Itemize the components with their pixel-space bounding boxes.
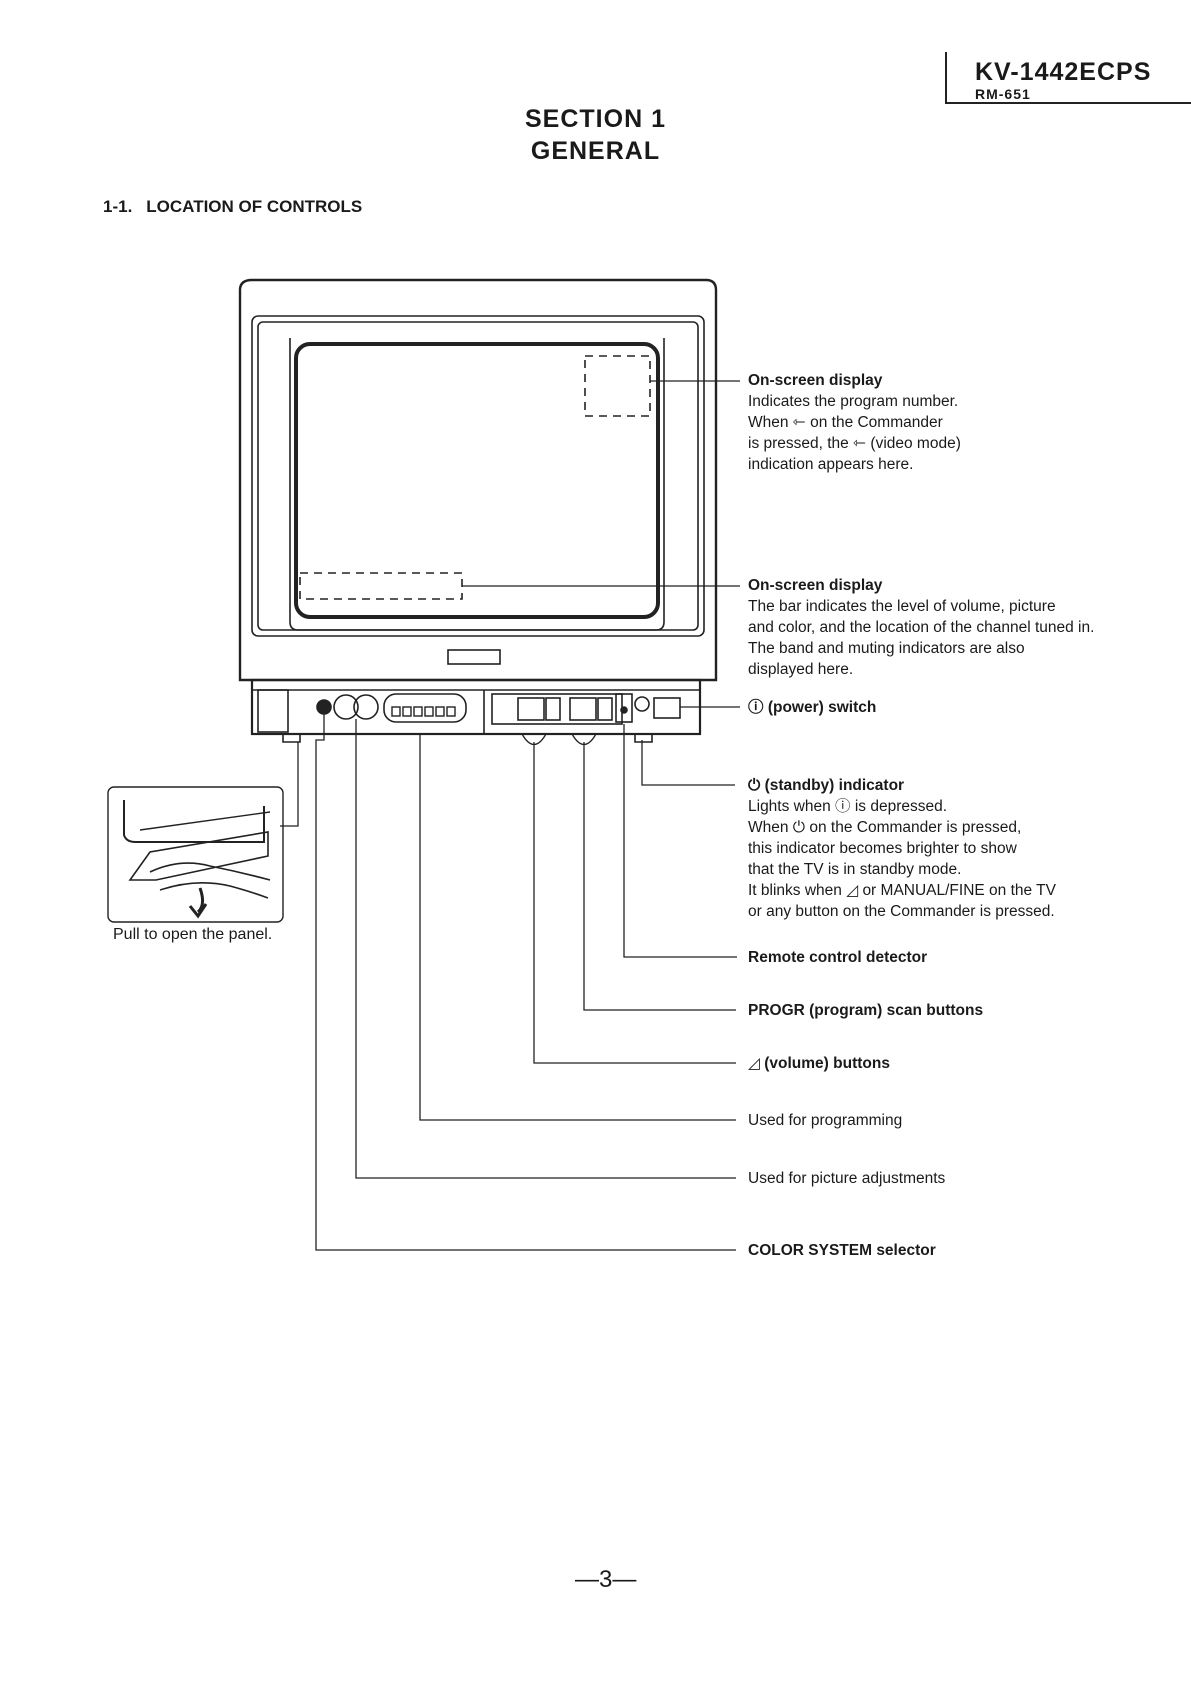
callout-title: PROGR (program) scan buttons [748, 1002, 984, 1019]
callout-power-switch: ⓘ (power) switch [748, 697, 876, 718]
remote-model-number: RM-651 [975, 86, 1031, 102]
section-title: SECTION 1 GENERAL [0, 103, 1191, 167]
callout-programming: Used for programming [748, 1110, 902, 1131]
callout-line: or any button on the Commander is presse… [748, 903, 1055, 920]
callout-volume-buttons: ◿ (volume) buttons [748, 1053, 890, 1074]
callout-title: Used for picture adjustments [748, 1170, 946, 1187]
callout-picture-adjustments: Used for picture adjustments [748, 1168, 945, 1189]
callout-title: On-screen display [748, 372, 883, 389]
tv-cabinet-drawing [238, 278, 718, 743]
callout-line: The bar indicates the level of volume, p… [748, 598, 1056, 615]
callout-onscreen-display-bar: On-screen display The bar indicates the … [748, 575, 1094, 680]
power-icon: ⓘ [748, 699, 768, 716]
callout-remote-detector: Remote control detector [748, 947, 927, 968]
callout-line: The band and muting indicators are also [748, 640, 1025, 657]
callout-line: When ⇽ on the Commander [748, 414, 943, 431]
callout-line: indication appears here. [748, 456, 914, 473]
model-number: KV-1442ECPS [975, 58, 1152, 86]
callout-line: It blinks when ◿ or MANUAL/FINE on the T… [748, 882, 1056, 899]
callout-line: Indicates the program number. [748, 393, 959, 410]
panel-inset-drawing [107, 786, 284, 923]
volume-icon: ◿ [748, 1055, 765, 1072]
subsection-title: LOCATION OF CONTROLS [146, 197, 363, 216]
callout-line: is pressed, the ⇽ (video mode) [748, 435, 961, 452]
callout-standby-indicator: ⏻ (standby) indicator Lights when ⓘ is d… [748, 775, 1056, 922]
callout-title: (standby) indicator [764, 777, 905, 794]
callout-title: Used for programming [748, 1112, 903, 1129]
inset-caption: Pull to open the panel. [113, 926, 273, 943]
subsection-heading: 1-1. LOCATION OF CONTROLS [103, 197, 362, 217]
callout-color-system: COLOR SYSTEM selector [748, 1240, 936, 1261]
leader-lines [280, 380, 740, 1251]
callout-line: this indicator becomes brighter to show [748, 840, 1017, 857]
section-name: GENERAL [530, 137, 661, 165]
standby-icon: ⏻ [748, 777, 765, 794]
callout-line: and color, and the location of the chann… [748, 619, 1095, 636]
callout-title: On-screen display [748, 577, 883, 594]
section-number: SECTION 1 [525, 105, 666, 133]
callout-title: Remote control detector [748, 949, 928, 966]
callout-line: Lights when ⓘ is depressed. [748, 798, 948, 815]
callout-onscreen-display-program: On-screen display Indicates the program … [748, 370, 961, 475]
callout-title: (volume) buttons [764, 1055, 890, 1072]
callout-title: COLOR SYSTEM selector [748, 1242, 936, 1259]
callout-progr-buttons: PROGR (program) scan buttons [748, 1000, 983, 1021]
callout-line: displayed here. [748, 661, 854, 678]
callout-line: that the TV is in standby mode. [748, 861, 962, 878]
callout-line: When ⏻ on the Commander is pressed, [748, 819, 1022, 836]
page-number: —3— [575, 1566, 637, 1593]
callout-title: (power) switch [767, 699, 877, 716]
model-header-frame [945, 52, 1191, 104]
subsection-number: 1-1. [103, 197, 133, 216]
